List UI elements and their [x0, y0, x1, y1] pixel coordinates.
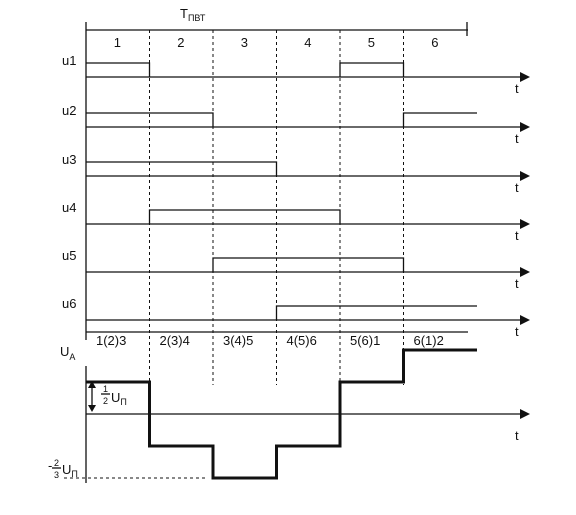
interval-dividers	[85, 22, 468, 385]
lower-level-fraction-num: 2	[54, 458, 59, 468]
interval-label-5: 5	[368, 35, 375, 50]
state-label-1: 1(2)3	[96, 333, 126, 348]
signal-high-pulse	[86, 112, 214, 127]
switch-state-labels: 1(2)3 2(3)4 3(4)5 4(5)6 5(6)1 6(1)2	[96, 333, 444, 348]
signal-axis-arrow	[520, 315, 530, 325]
state-label-3: 3(4)5	[223, 333, 253, 348]
interval-label-6: 6	[431, 35, 438, 50]
upper-level-label: UП	[111, 390, 127, 407]
signal-axis-t: t	[515, 324, 519, 339]
upper-level-fraction-den: 2	[103, 396, 108, 406]
lower-level-sign: -	[48, 458, 52, 473]
ua-time-axis-arrow	[520, 409, 530, 419]
half-up-marker	[88, 381, 96, 412]
signal-high-pulse	[275, 305, 477, 320]
signal-axis-arrow	[520, 267, 530, 277]
interval-label-4: 4	[304, 35, 311, 50]
interval-labels: 1 2 3 4 5 6	[114, 35, 439, 50]
signal-axis-arrow	[520, 72, 530, 82]
state-label-4: 4(5)6	[287, 333, 317, 348]
upper-level-fraction-num: 1	[103, 384, 108, 394]
phase-output-label: UA	[60, 344, 75, 362]
signal-label-u5: u5	[62, 248, 76, 263]
signal-axis-arrow	[520, 219, 530, 229]
signal-label-u2: u2	[62, 103, 76, 118]
period-header: TПВТ	[86, 6, 468, 31]
period-label: TПВТ	[180, 6, 206, 23]
ua-stepped-trace	[86, 348, 477, 480]
signal-axis-t: t	[515, 131, 519, 146]
signal-high-pulse	[212, 257, 405, 272]
lower-level-label: UП	[62, 462, 78, 479]
lower-level-fraction-den: 3	[54, 470, 59, 480]
state-label-6: 6(1)2	[414, 333, 444, 348]
interval-label-1: 1	[114, 35, 121, 50]
signal-axis-arrow	[520, 171, 530, 181]
interval-label-3: 3	[241, 35, 248, 50]
signal-u4: u4 t	[62, 200, 530, 243]
signal-u3: u3 t	[62, 152, 530, 195]
signal-u1: u1 t	[62, 53, 530, 96]
signal-high-pulse	[86, 62, 151, 77]
signal-high-pulse	[339, 62, 405, 77]
signal-label-u1: u1	[62, 53, 76, 68]
state-label-2: 2(3)4	[160, 333, 190, 348]
state-label-5: 5(6)1	[350, 333, 380, 348]
signal-label-u3: u3	[62, 152, 76, 167]
signal-u2: u2 t	[62, 103, 530, 146]
signal-axis-t: t	[515, 81, 519, 96]
signal-label-u4: u4	[62, 200, 76, 215]
interval-label-2: 2	[177, 35, 184, 50]
signal-axis-t: t	[515, 180, 519, 195]
signal-traces: u1 t u2 t u3 t u4 t u5 t u6 t	[62, 53, 530, 339]
signal-axis-t: t	[515, 276, 519, 291]
signal-high-pulse	[148, 209, 341, 224]
signal-u5: u5 t	[62, 248, 530, 291]
signal-u6: u6 t	[62, 296, 530, 339]
signal-axis-t: t	[515, 228, 519, 243]
ua-time-axis-label: t	[515, 428, 519, 443]
signal-high-pulse	[86, 161, 278, 176]
signal-label-u6: u6	[62, 296, 76, 311]
signal-axis-arrow	[520, 122, 530, 132]
signal-high-pulse	[402, 112, 477, 127]
